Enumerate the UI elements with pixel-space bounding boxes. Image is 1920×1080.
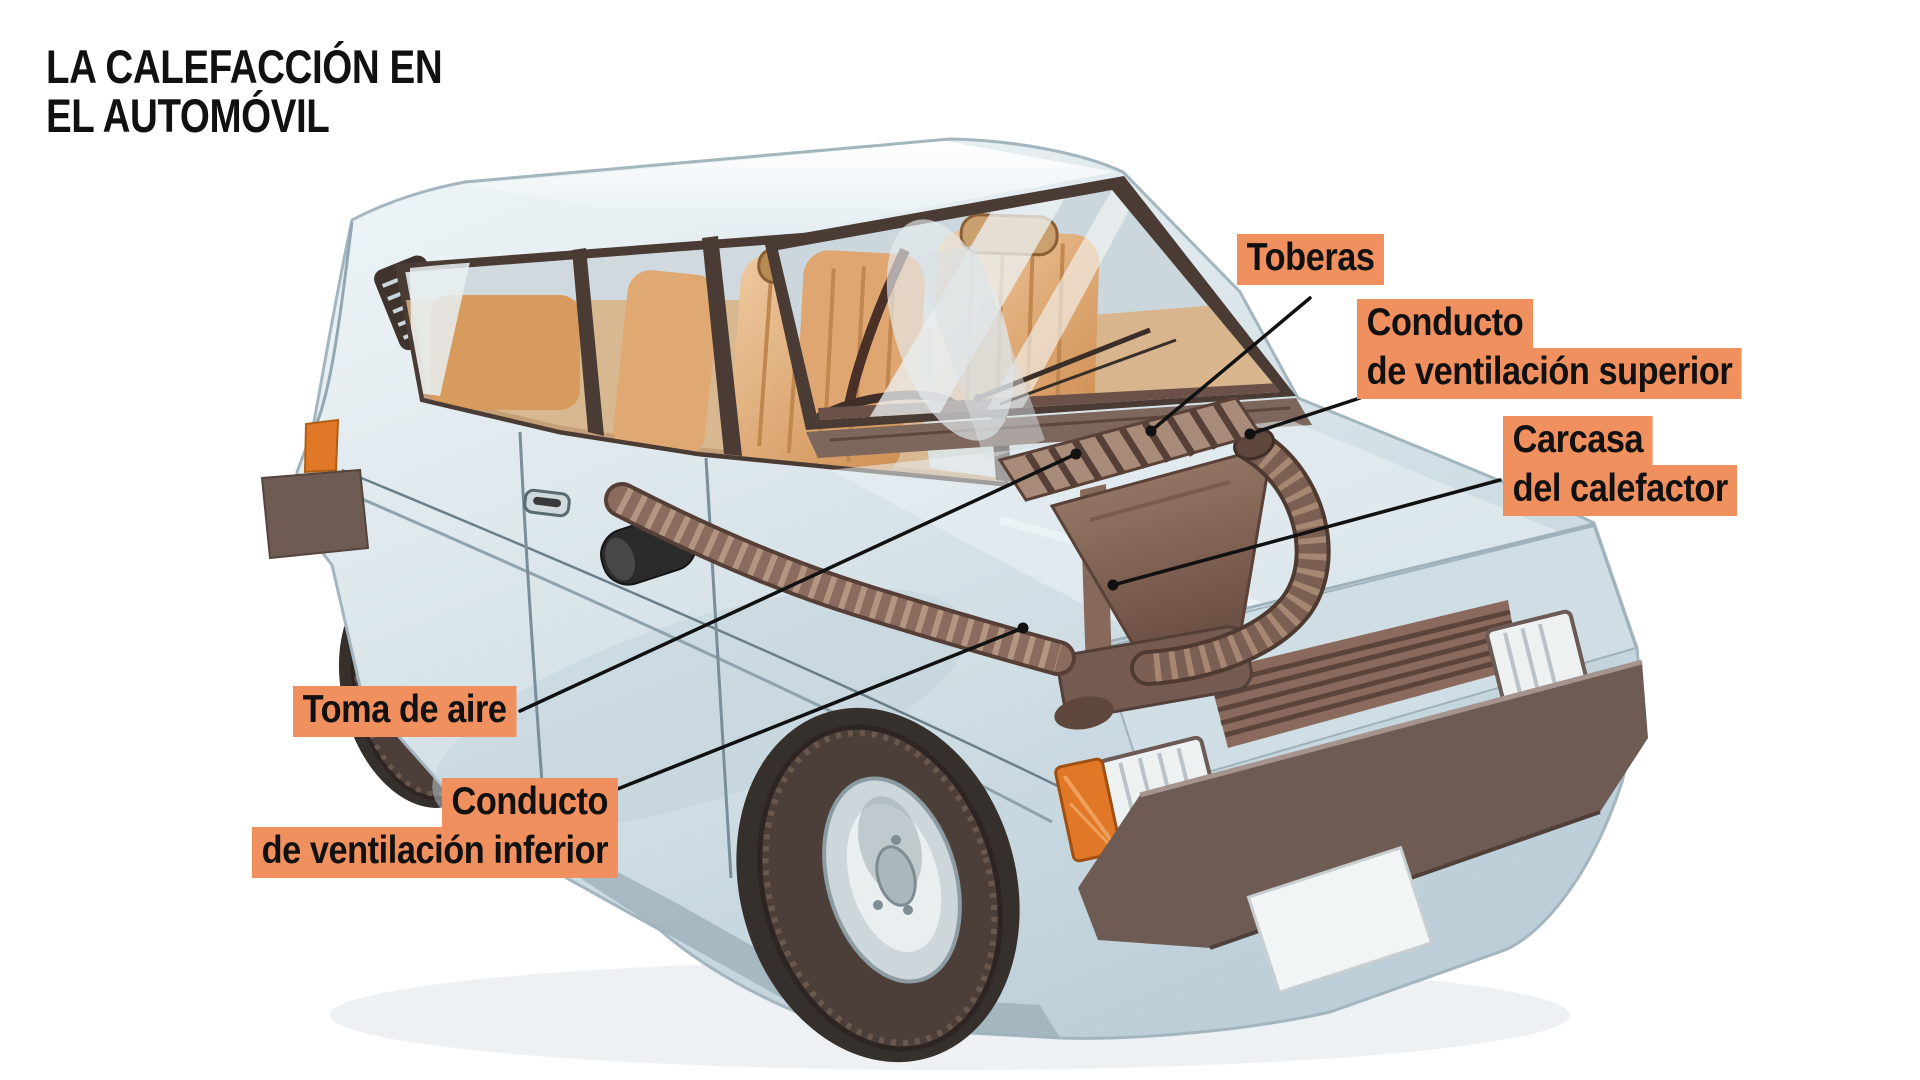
rear-seat xyxy=(430,295,580,410)
door-handle xyxy=(523,488,571,518)
rear-bumper xyxy=(260,468,370,560)
label-conducto-ventilacion-superior: Conducto de ventilación superior xyxy=(1357,299,1742,399)
roof xyxy=(470,141,1115,238)
label-carcasa-line2: del calefactor xyxy=(1503,465,1738,516)
leader-dot-conducto-superior xyxy=(1244,428,1256,440)
label-carcasa-line1: Carcasa xyxy=(1503,416,1653,467)
turn-signal xyxy=(1054,757,1122,863)
tail-light xyxy=(303,418,340,474)
label-conducto-superior-line1: Conducto xyxy=(1357,299,1533,350)
license-plate xyxy=(1246,845,1434,995)
front-grille xyxy=(1208,600,1520,748)
front-wheel xyxy=(736,707,1020,1063)
leader-dot-toberas xyxy=(1145,425,1157,437)
page-title-line1: LA CALEFACCIÓN EN xyxy=(46,40,443,93)
ventilation-hose-lower xyxy=(604,482,1076,676)
page-title: LA CALEFACCIÓN EN EL AUTOMÓVIL xyxy=(46,40,443,142)
label-conducto-inferior-line1: Conducto xyxy=(442,778,618,829)
heater-assembly xyxy=(604,396,1331,730)
front-fascia xyxy=(1054,524,1648,995)
label-toma-aire-text: Toma de aire xyxy=(293,686,517,737)
leader-line-toma-aire xyxy=(518,452,1078,713)
label-toma-de-aire: Toma de aire xyxy=(293,686,517,737)
leader-dot-carcasa xyxy=(1107,579,1119,591)
label-toberas-text: Toberas xyxy=(1237,234,1385,285)
label-conducto-inferior-line2: de ventilación inferior xyxy=(252,827,618,878)
label-carcasa-del-calefactor: Carcasa del calefactor xyxy=(1503,416,1738,516)
label-conducto-superior-line2: de ventilación superior xyxy=(1357,348,1742,399)
leader-line-conducto-superior xyxy=(1248,396,1362,436)
leader-line-carcasa xyxy=(1111,478,1502,587)
label-conducto-ventilacion-inferior: Conducto de ventilación inferior xyxy=(252,778,618,878)
label-toberas: Toberas xyxy=(1237,234,1385,285)
leader-line-conducto-inferior xyxy=(613,626,1025,792)
air-flow-mist xyxy=(886,219,1045,460)
leader-lines xyxy=(518,296,1502,792)
leader-dot-conducto-inferior xyxy=(1017,622,1029,634)
ventilation-hose-upper xyxy=(1130,427,1331,686)
dashboard-vents xyxy=(997,396,1263,502)
leader-dot-toma-aire xyxy=(1070,448,1082,460)
b-pillar xyxy=(702,236,742,456)
page-title-line2: EL AUTOMÓVIL xyxy=(46,89,330,142)
leader-line-toberas xyxy=(1149,296,1312,433)
leader-dots xyxy=(1017,425,1256,634)
